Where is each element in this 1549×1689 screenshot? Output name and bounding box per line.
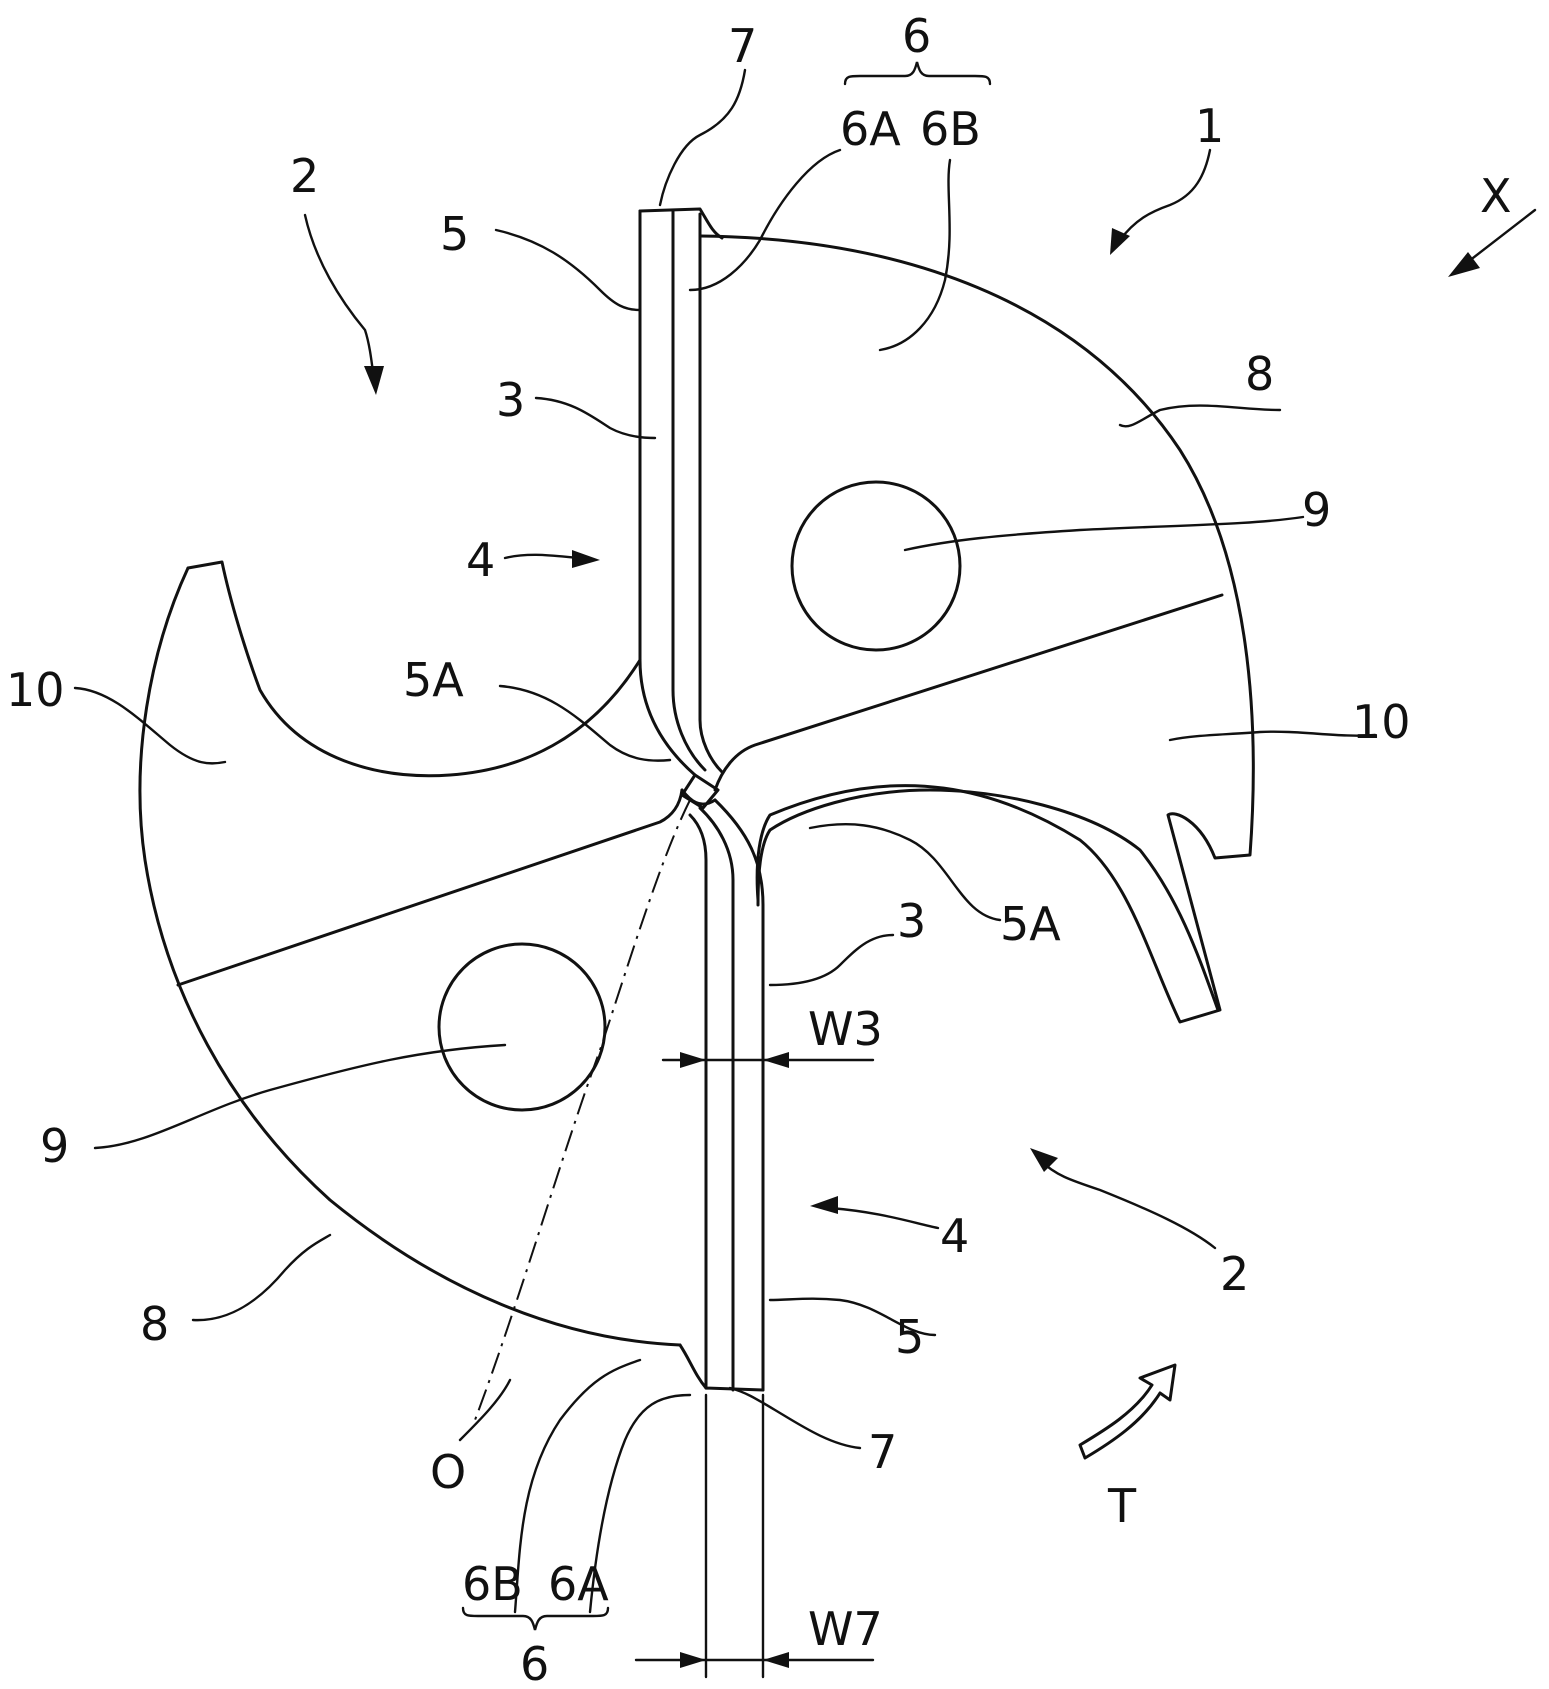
label-gash-right: 10 — [1352, 695, 1411, 749]
label-corner-bottom: 7 — [868, 1425, 897, 1479]
upper-land-outer — [638, 209, 697, 777]
web-top-pointer — [503, 553, 582, 560]
w3-arrow-left — [680, 1052, 706, 1068]
label-direction-x: X — [1480, 169, 1512, 223]
w7-arrow-left — [680, 1652, 706, 1668]
w3-arrow-right — [763, 1052, 789, 1068]
left-body-outline — [186, 560, 642, 778]
label-face-b-bottom: 6B — [462, 1557, 523, 1611]
coolant-hole-right — [790, 480, 962, 652]
upper-land-inner — [698, 212, 724, 774]
label-edge-top: 5 — [440, 207, 469, 261]
flute-top-pointer-head — [364, 366, 384, 395]
left-gash-line — [176, 788, 684, 987]
label-web-top: 4 — [466, 533, 495, 587]
label-face-a-top: 6A — [840, 102, 901, 156]
right-body-outline — [698, 234, 1255, 1024]
bottom-face-brace — [461, 1606, 610, 1631]
label-flute-bottom: 2 — [1220, 1247, 1249, 1301]
label-web-bottom: 4 — [940, 1209, 969, 1263]
lower-land-outer — [713, 798, 765, 1392]
label-width-w3: W3 — [808, 1002, 883, 1056]
drill-pointer — [1118, 148, 1212, 242]
web-top-pointer-head — [572, 550, 600, 568]
coolant-hole-left — [437, 942, 607, 1112]
label-face-a-bottom: 6A — [548, 1557, 609, 1611]
label-land-bottom: 3 — [897, 894, 926, 948]
label-hole-right: 9 — [1302, 483, 1331, 537]
center-web-lower — [680, 788, 717, 806]
lower-land-inner — [688, 813, 708, 1390]
label-flute-top: 2 — [290, 149, 319, 203]
flute-top-pointer — [303, 213, 376, 382]
label-drill: 1 — [1195, 99, 1224, 153]
right-flute-edge — [756, 788, 1220, 1012]
label-face-b-top: 6B — [920, 102, 981, 156]
label-edge-bottom: 5 — [895, 1310, 924, 1364]
label-face-bottom: 6 — [520, 1637, 549, 1689]
left-outer-arc — [138, 566, 682, 1347]
label-heel-right: 8 — [1245, 347, 1274, 401]
direction-x-arrowhead — [1448, 252, 1480, 277]
label-thin-right: 5A — [1000, 897, 1061, 951]
center-web-upper — [680, 773, 720, 810]
axis-line-o — [474, 799, 691, 1421]
label-rotation-t: T — [1107, 1479, 1137, 1533]
label-land-top: 3 — [496, 373, 525, 427]
top-face-brace — [843, 61, 992, 86]
leader-lines — [73, 68, 1377, 1614]
label-face-top: 6 — [902, 9, 931, 63]
label-heel-left: 8 — [140, 1297, 169, 1351]
label-axis-o: O — [430, 1445, 466, 1499]
flute-bottom-pointer-head — [1030, 1148, 1058, 1172]
rotation-t-arrow — [1078, 1363, 1177, 1460]
label-thin-left: 5A — [403, 653, 464, 707]
label-hole-left: 9 — [40, 1119, 69, 1173]
flute-bottom-pointer — [1038, 1158, 1217, 1250]
lower-corner — [678, 1343, 765, 1392]
upper-corner — [638, 207, 724, 240]
lower-land-middle — [698, 806, 735, 1392]
right-gash-line — [713, 593, 1224, 792]
w7-arrow-right — [763, 1652, 789, 1668]
upper-land-middle — [671, 209, 707, 772]
web-bottom-pointer-head — [810, 1196, 838, 1214]
label-corner-top: 7 — [728, 19, 757, 73]
drill-pointer-head — [1110, 228, 1130, 255]
label-width-w7: W7 — [808, 1602, 883, 1656]
label-gash-left: 10 — [6, 663, 65, 717]
web-bottom-pointer — [828, 1206, 940, 1230]
